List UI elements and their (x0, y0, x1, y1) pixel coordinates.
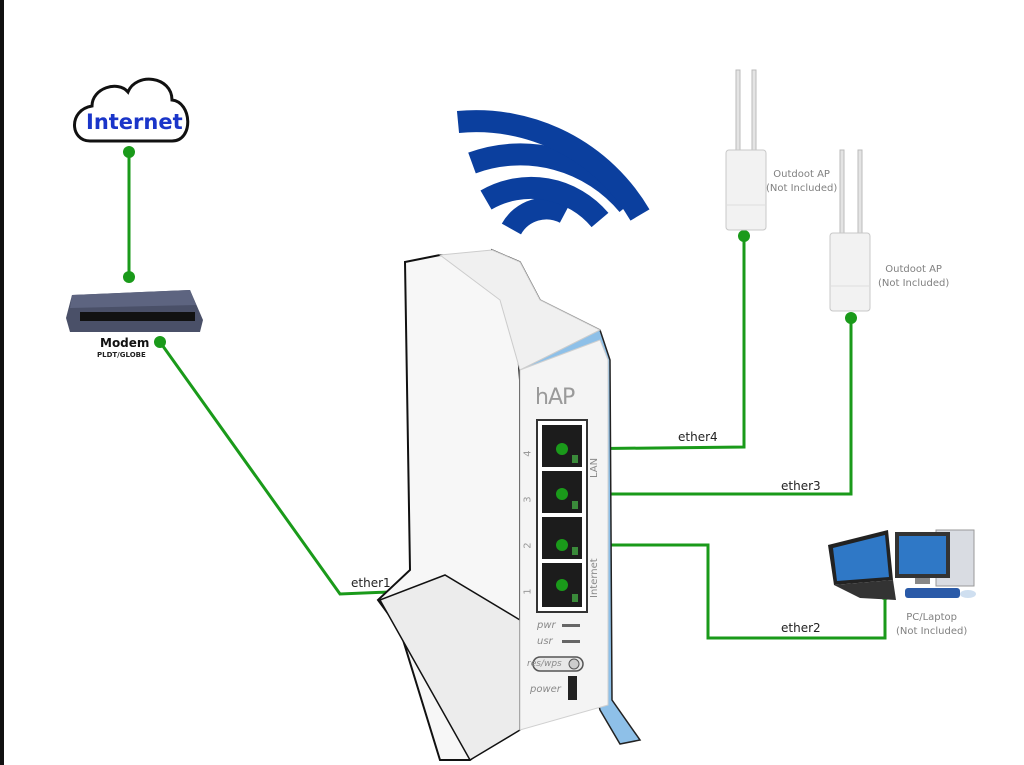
line-ether3 (562, 318, 853, 496)
port-number-2: 2 (522, 542, 534, 549)
port-number-3: 3 (522, 496, 534, 503)
usr-label: usr (537, 636, 553, 647)
outdoor-ap-1 (725, 69, 767, 231)
led-pwr (562, 624, 580, 627)
pc-laptop-icon (828, 529, 976, 600)
pwr-label: pwr (537, 620, 556, 631)
ap-1-note: (Not Included) (766, 183, 838, 194)
router-hap (376, 248, 642, 762)
pc-name: PC/Laptop (906, 612, 958, 623)
ether1-label: ether1 (351, 576, 391, 590)
ether3-label: ether3 (781, 479, 821, 493)
internet-port-label: Internet (589, 558, 600, 598)
ap-1-name: Outdoot AP (773, 169, 830, 180)
ap-1-label: Outdoot AP (Not Included) (766, 168, 837, 196)
modem-subtitle: PLDT/GLOBE (97, 351, 146, 359)
ether4-label: ether4 (678, 430, 718, 444)
wifi-icon (456, 110, 650, 235)
power-port (568, 676, 577, 700)
led-usr (562, 640, 580, 643)
modem-title: Modem (100, 336, 150, 350)
ap-2-name: Outdoot AP (885, 264, 942, 275)
power-label: power (530, 684, 561, 695)
res-wps-label: res/wps (527, 659, 562, 669)
ap-2-note: (Not Included) (878, 278, 950, 289)
pc-note: (Not Included) (896, 626, 968, 637)
left-border (0, 0, 4, 765)
outdoor-ap-2 (829, 149, 871, 312)
cloud-icon (73, 77, 190, 143)
lan-label: LAN (589, 457, 600, 478)
ap-2-label: Outdoot AP (Not Included) (878, 263, 949, 291)
ether2-label: ether2 (781, 621, 821, 635)
line-ether2 (562, 543, 887, 640)
pc-label: PC/Laptop (Not Included) (896, 611, 967, 639)
internet-label: Internet (86, 110, 183, 134)
port-number-4: 4 (522, 450, 534, 457)
hap-logo: hAP (535, 385, 575, 410)
modem-icon (66, 290, 203, 332)
port-number-1: 1 (522, 588, 534, 595)
line-ether4 (561, 236, 746, 451)
